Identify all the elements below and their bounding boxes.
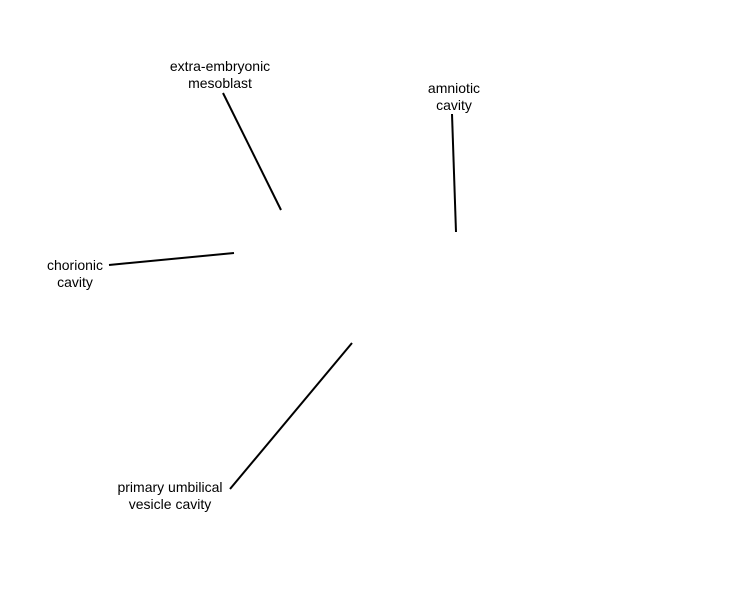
label-extra-embryonic-mesoblast: extra-embryonic mesoblast (150, 58, 290, 92)
label-chorionic-cavity-line2: cavity (57, 274, 93, 290)
label-primary-umbilical-vesicle-cavity-line2: vesicle cavity (128, 496, 212, 512)
leader-line-primary-umbilical-vesicle-cavity (229, 342, 353, 490)
leader-line-amniotic-cavity (451, 113, 457, 233)
label-amniotic-cavity-line1: amniotic (427, 80, 481, 96)
leader-line-chorionic-cavity (108, 252, 235, 266)
label-chorionic-cavity: chorionic cavity (30, 257, 120, 291)
label-chorionic-cavity-line1: chorionic (46, 257, 104, 273)
label-amniotic-cavity-line2: cavity (436, 97, 472, 113)
label-amniotic-cavity: amniotic cavity (404, 80, 504, 114)
label-extra-embryonic-mesoblast-line2: mesoblast (188, 75, 252, 91)
leader-line-extra-embryonic-mesoblast (222, 92, 282, 211)
label-primary-umbilical-vesicle-cavity: primary umbilical vesicle cavity (100, 479, 240, 513)
label-extra-embryonic-mesoblast-line1: extra-embryonic (169, 58, 271, 74)
label-primary-umbilical-vesicle-cavity-line1: primary umbilical (117, 479, 223, 495)
